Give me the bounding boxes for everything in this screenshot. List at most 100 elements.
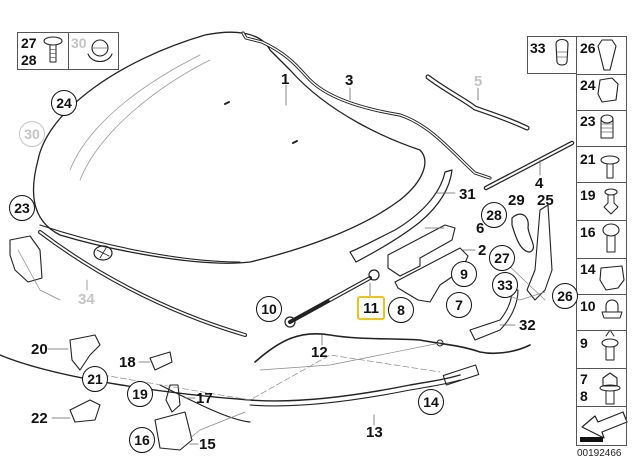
part-label-13[interactable]: 13 <box>366 424 383 441</box>
part-callout-24[interactable]: 24 <box>51 90 77 116</box>
row-divider <box>576 330 627 331</box>
seal-strip-34 <box>38 230 247 337</box>
bracket-31 <box>349 169 453 263</box>
part-callout-21[interactable]: 21 <box>82 366 108 392</box>
fastener-label-33[interactable]: 33 <box>530 40 546 56</box>
hinge-2 <box>394 247 469 303</box>
row-divider <box>576 220 627 221</box>
bracket-32 <box>469 289 519 341</box>
latch-20 <box>69 334 101 371</box>
bump-stop-icon <box>555 38 569 66</box>
part-label-22[interactable]: 22 <box>31 410 48 427</box>
part-callout-8[interactable]: 8 <box>388 297 414 323</box>
part-label-3[interactable]: 3 <box>345 72 354 89</box>
fastener-label-7[interactable]: 7 <box>580 371 588 387</box>
fastener-label-10[interactable]: 10 <box>580 298 596 314</box>
flange-bolt-icon <box>599 372 621 405</box>
cable-clip-icon <box>599 265 625 291</box>
part-label-1[interactable]: 1 <box>281 71 290 88</box>
cable-lower <box>159 384 251 423</box>
part-callout-23[interactable]: 23 <box>9 195 35 221</box>
fastener-label-26[interactable]: 26 <box>580 40 596 56</box>
release-cable-12 <box>254 332 531 363</box>
washer-screw-icon <box>600 155 620 179</box>
part-callout-27[interactable]: 27 <box>489 245 515 271</box>
spring-29 <box>511 213 535 253</box>
retainer-clip-icon <box>597 77 619 103</box>
hood-mark <box>224 101 230 105</box>
part-label-17[interactable]: 17 <box>196 390 213 407</box>
cable-connector-14 <box>442 364 480 386</box>
part-label-4[interactable]: 4 <box>535 175 544 192</box>
plate-6 <box>387 224 456 277</box>
row-divider <box>576 294 627 295</box>
fastener-cell-33 <box>527 36 577 74</box>
row-divider <box>576 406 627 407</box>
row-divider <box>576 182 627 183</box>
nut-clip-icon <box>597 39 617 71</box>
parts-box-divider <box>68 32 69 70</box>
fastener-label-24[interactable]: 24 <box>580 77 596 93</box>
fastener-label-9[interactable]: 9 <box>580 335 588 351</box>
strut-end-ball <box>284 316 296 328</box>
part-label-32[interactable]: 32 <box>519 317 536 334</box>
box-label-28[interactable]: 28 <box>21 52 37 68</box>
cap-nut-icon <box>601 299 623 319</box>
push-rivet-icon <box>603 188 619 215</box>
hood-inner-line-2 <box>79 59 211 181</box>
fastener-label-21[interactable]: 21 <box>580 151 596 167</box>
box-label-27[interactable]: 27 <box>21 35 37 51</box>
fastener-label-23[interactable]: 23 <box>580 113 596 129</box>
seal-strip-3 <box>241 31 492 180</box>
part-callout-26[interactable]: 26 <box>552 283 578 309</box>
emblem-icon <box>93 245 113 261</box>
part-callout-30[interactable]: 30 <box>19 121 45 147</box>
part-label-5[interactable]: 5 <box>474 73 483 90</box>
part-callout-9[interactable]: 9 <box>451 261 477 287</box>
part-callout-19[interactable]: 19 <box>127 381 153 407</box>
part-callout-11-highlighted[interactable]: 11 <box>357 296 385 320</box>
part-label-6[interactable]: 6 <box>476 220 485 237</box>
row-divider <box>576 258 627 259</box>
row-divider <box>576 110 627 111</box>
part-label-31[interactable]: 31 <box>459 186 476 203</box>
row-divider <box>576 146 627 147</box>
buffer-22 <box>69 399 101 423</box>
fastener-label-14[interactable]: 14 <box>580 261 596 277</box>
part-label-29[interactable]: 29 <box>508 192 525 209</box>
fastener-label-16[interactable]: 16 <box>580 224 596 240</box>
part-label-15[interactable]: 15 <box>199 436 216 453</box>
part-label-12[interactable]: 12 <box>311 344 328 361</box>
fastener-label-8[interactable]: 8 <box>580 388 588 404</box>
part-label-2[interactable]: 2 <box>478 242 487 259</box>
part-callout-28[interactable]: 28 <box>481 202 507 228</box>
strut-end-ball <box>368 269 380 281</box>
row-divider <box>576 368 627 369</box>
clip-icon <box>87 39 113 63</box>
part-callout-10[interactable]: 10 <box>256 296 282 322</box>
clip-18 <box>149 351 173 371</box>
screw-icon <box>43 36 63 63</box>
hex-socket-bolt-icon <box>602 223 620 253</box>
row-divider <box>576 74 627 75</box>
hood-lower-edge <box>39 224 241 263</box>
part-callout-16[interactable]: 16 <box>129 427 155 453</box>
latch-left <box>9 235 43 283</box>
handle-17 <box>165 384 181 413</box>
part-callout-7[interactable]: 7 <box>446 292 472 318</box>
part-label-25[interactable]: 25 <box>537 192 554 209</box>
expansion-rivet-icon <box>600 114 614 139</box>
part-callout-14[interactable]: 14 <box>418 389 444 415</box>
hood-mark <box>292 140 298 144</box>
hinge-25 <box>526 204 553 301</box>
direction-arrow-icon <box>580 411 628 442</box>
part-label-20[interactable]: 20 <box>31 341 48 358</box>
hood-inner-line <box>69 54 201 171</box>
fastener-column <box>576 36 627 446</box>
fastener-label-19[interactable]: 19 <box>580 187 596 203</box>
part-label-18[interactable]: 18 <box>119 354 136 371</box>
box-label-30[interactable]: 30 <box>71 35 87 51</box>
drawing-number: 00192466 <box>577 448 622 459</box>
part-callout-33[interactable]: 33 <box>492 272 518 298</box>
part-label-34[interactable]: 34 <box>78 291 95 308</box>
